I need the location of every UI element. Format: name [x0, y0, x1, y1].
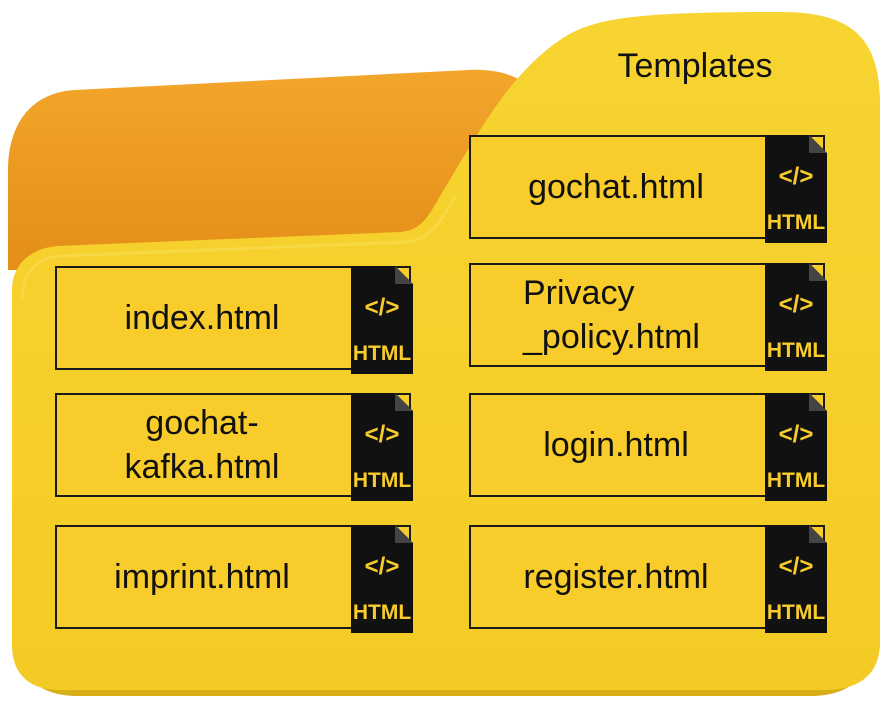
file-name-index: index.html: [124, 299, 280, 337]
html-badge: HTML: [767, 601, 825, 624]
code-symbol: </>: [779, 291, 814, 318]
html-file-icon: </> HTML: [349, 523, 415, 635]
html-badge: HTML: [353, 342, 411, 365]
html-badge: HTML: [767, 211, 825, 234]
file-name-imprint: imprint.html: [114, 558, 290, 596]
html-file-icon: </> HTML: [763, 133, 829, 245]
html-file-icon: </> HTML: [763, 391, 829, 503]
file-card-privacy-policy[interactable]: Privacy _policy.html </> HTML: [469, 263, 827, 371]
folder-title: Templates: [617, 47, 773, 85]
code-symbol: </>: [779, 421, 814, 448]
file-card-gochat[interactable]: gochat.html </> HTML: [469, 135, 827, 243]
html-badge: HTML: [353, 469, 411, 492]
code-symbol: </>: [779, 553, 814, 580]
code-symbol: </>: [365, 553, 400, 580]
code-symbol: </>: [365, 294, 400, 321]
html-badge: HTML: [767, 339, 825, 362]
html-file-icon: </> HTML: [349, 264, 415, 376]
code-symbol: </>: [365, 421, 400, 448]
html-badge: HTML: [767, 469, 825, 492]
html-file-icon: </> HTML: [763, 523, 829, 635]
code-symbol: </>: [779, 163, 814, 190]
file-card-login[interactable]: login.html </> HTML: [469, 393, 827, 501]
file-name-gochat-kafka: gochat- kafka.html: [124, 404, 280, 486]
file-card-index[interactable]: index.html </> HTML: [55, 266, 413, 374]
file-name-gochat: gochat.html: [528, 168, 704, 206]
folder-highlight: [20, 194, 458, 301]
html-file-icon: </> HTML: [349, 391, 415, 503]
file-name-login: login.html: [543, 426, 689, 464]
file-card-register[interactable]: register.html </> HTML: [469, 525, 827, 633]
html-file-icon: </> HTML: [763, 261, 829, 373]
file-card-gochat-kafka[interactable]: gochat- kafka.html </> HTML: [55, 393, 413, 501]
html-badge: HTML: [353, 601, 411, 624]
file-name-privacy-policy: Privacy _policy.html: [523, 274, 700, 356]
file-name-register: register.html: [523, 558, 709, 596]
file-card-imprint[interactable]: imprint.html </> HTML: [55, 525, 413, 633]
